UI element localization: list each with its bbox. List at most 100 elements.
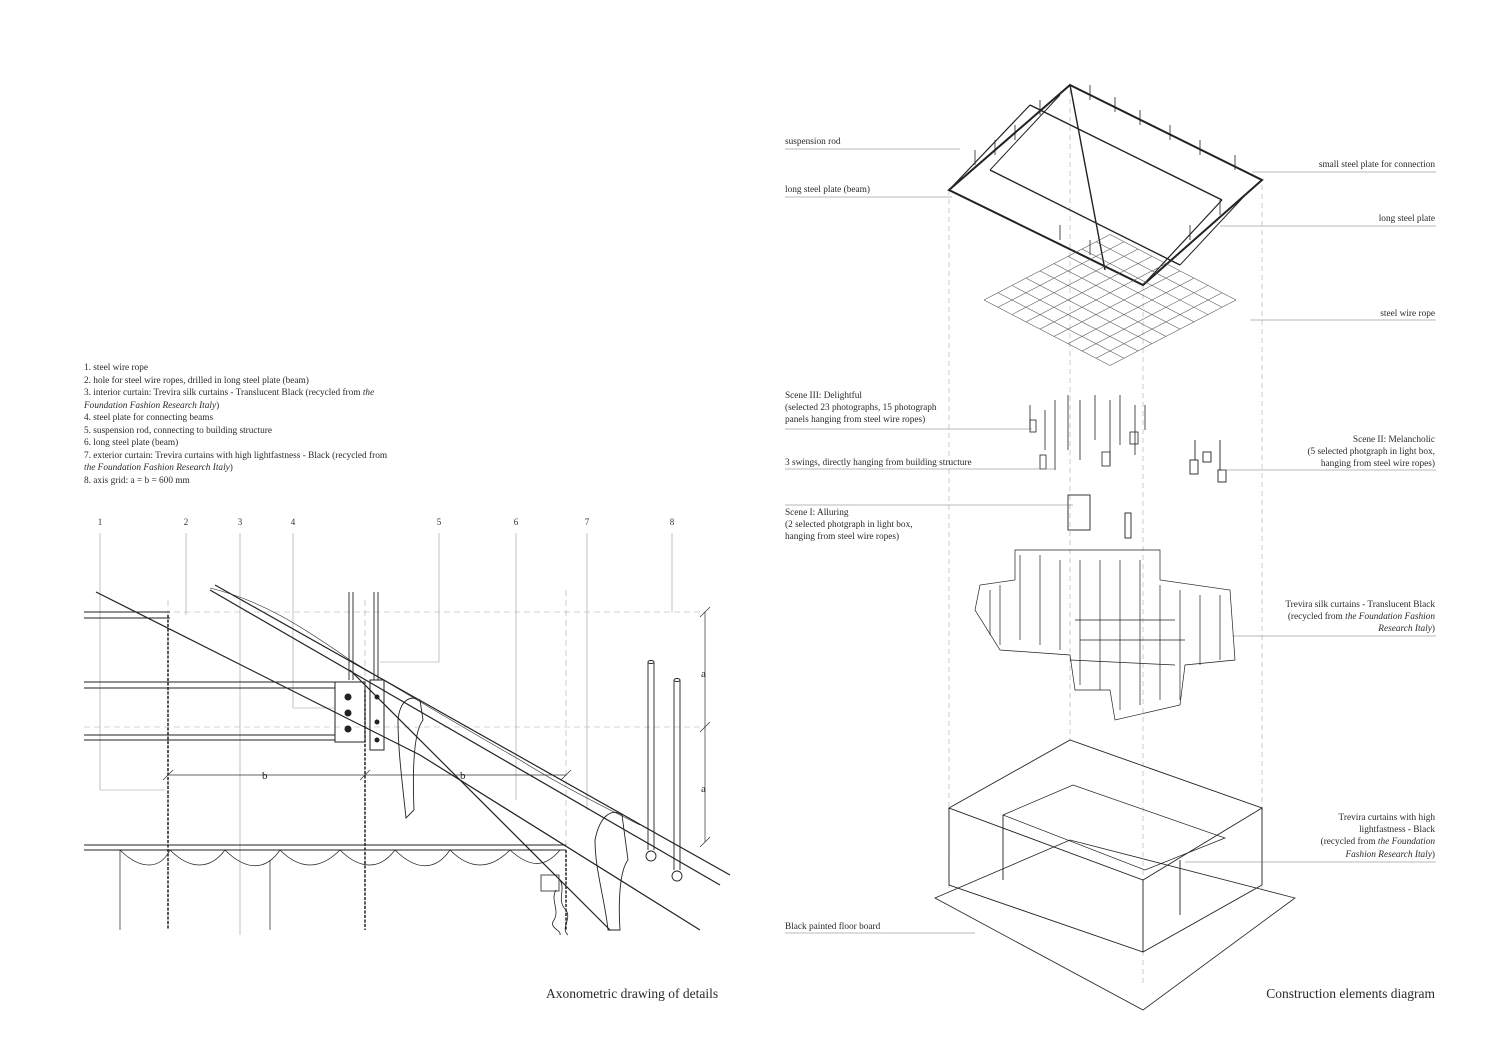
wire-grid-line bbox=[983, 234, 1111, 301]
wire-grid-line bbox=[1039, 270, 1167, 337]
wire-grid-line bbox=[1039, 263, 1167, 330]
wire-grid-line bbox=[1095, 241, 1223, 308]
dim-b-right: b bbox=[460, 770, 466, 782]
axis-number: 3 bbox=[238, 517, 243, 527]
scene1-line3: hanging from steel wire ropes) bbox=[785, 532, 900, 543]
legend-item: 3. interior curtain: Trevira silk curtai… bbox=[84, 388, 375, 398]
alignment-dashed-lines bbox=[948, 90, 1263, 985]
wire-grid-line bbox=[997, 241, 1125, 308]
wire-grid-line bbox=[983, 299, 1111, 366]
axis-lines bbox=[99, 533, 673, 935]
legend-item: 2. hole for steel wire ropes, drilled in… bbox=[84, 375, 309, 386]
silk-line1: Trevira silk curtains - Translucent Blac… bbox=[1285, 600, 1435, 610]
axis-number: 8 bbox=[670, 517, 675, 527]
legend-item: 1. steel wire rope bbox=[84, 363, 149, 373]
ext-line4: Fashion Research Italy) bbox=[1345, 849, 1435, 860]
label-steel-wire-rope: steel wire rope bbox=[1380, 309, 1435, 319]
horizontal-beams bbox=[84, 611, 566, 851]
silk-curtain-cluster bbox=[974, 549, 1236, 721]
connection-plate bbox=[334, 679, 385, 751]
construction-elements-diagram bbox=[785, 83, 1436, 1011]
wire-grid-line bbox=[1081, 285, 1209, 352]
axis-number: 7 bbox=[585, 517, 590, 527]
scene1-lightbox bbox=[1067, 494, 1132, 539]
axis-number: 4 bbox=[291, 517, 296, 527]
legend-item: 8. axis grid: a = b = 600 mm bbox=[84, 475, 190, 486]
wire-grid-line bbox=[1109, 299, 1237, 366]
wire-grid-line bbox=[1053, 270, 1181, 337]
axis-number: 5 bbox=[437, 517, 442, 527]
axis-number-labels: 1 2 3 4 5 6 7 8 bbox=[98, 517, 675, 527]
curtain-box bbox=[947, 739, 1264, 953]
scene2-line2: (5 selected photgraph in light box, bbox=[1307, 447, 1435, 458]
label-exterior-curtains: Trevira curtains with high lightfastness… bbox=[1321, 812, 1435, 861]
legend-item: Foundation Fashion Research Italy) bbox=[84, 400, 220, 411]
label-scene3: Scene III: Delightful (selected 23 photo… bbox=[785, 390, 937, 427]
ext-line1: Trevira curtains with high bbox=[1338, 813, 1436, 823]
scene3-panels bbox=[1029, 395, 1146, 470]
wire-grid-line bbox=[1067, 256, 1195, 323]
hanging-chain bbox=[540, 874, 569, 936]
dimension-labels: a a b b bbox=[262, 668, 706, 795]
legend-list: 1. steel wire rope 2. hole for steel wir… bbox=[84, 362, 504, 487]
wire-grid-line bbox=[1025, 256, 1153, 323]
legend-item: 7. exterior curtain: Trevira curtains wi… bbox=[84, 450, 388, 461]
wire-grid-line bbox=[1095, 292, 1223, 359]
label-scene2: Scene II: Melancholic (5 selected photgr… bbox=[1307, 434, 1435, 471]
suspension-rods bbox=[348, 592, 683, 882]
legend-item: 4. steel plate for connecting beams bbox=[84, 413, 214, 423]
wire-grid-line bbox=[1081, 248, 1209, 315]
scene1-line2: (2 selected photgraph in light box, bbox=[785, 520, 913, 531]
wire-grid-line bbox=[997, 292, 1125, 359]
dim-a-upper: a bbox=[701, 668, 706, 680]
dim-a-lower: a bbox=[701, 783, 706, 795]
caption-axonometric: Axonometric drawing of details bbox=[546, 986, 719, 1001]
scene3-line1: Scene III: Delightful bbox=[785, 391, 862, 401]
label-swings: 3 swings, directly hanging from building… bbox=[785, 458, 972, 468]
axis-number: 6 bbox=[514, 517, 519, 527]
scene3-line2: (selected 23 photographs, 15 photograph bbox=[785, 403, 937, 414]
strap-curtains bbox=[397, 697, 629, 931]
roof-rods bbox=[974, 85, 1236, 255]
axonometric-detail-drawing bbox=[84, 533, 731, 936]
wire-grid-line bbox=[1067, 277, 1195, 344]
label-long-steel-plate-beam: long steel plate (beam) bbox=[785, 185, 870, 195]
silk-line2: (recycled from the Foundation Fashion bbox=[1287, 612, 1435, 623]
legend-item: 6. long steel plate (beam) bbox=[84, 438, 179, 448]
label-silk-curtains: Trevira silk curtains - Translucent Blac… bbox=[1285, 599, 1435, 636]
wire-ropes bbox=[167, 615, 567, 930]
caption-construction-diagram: Construction elements diagram bbox=[1266, 986, 1435, 1001]
diagonal-beams bbox=[95, 584, 731, 931]
label-small-steel-plate: small steel plate for connection bbox=[1318, 160, 1435, 170]
label-scene1: Scene I: Alluring (2 selected photgraph … bbox=[785, 507, 913, 544]
ext-line3: (recycled from the Foundation bbox=[1320, 837, 1435, 848]
silk-line3: Research Italy) bbox=[1378, 624, 1435, 635]
wire-grid-line bbox=[1025, 277, 1153, 344]
scene3-line3: panels hanging from steel wire ropes) bbox=[785, 415, 926, 426]
axis-number: 2 bbox=[184, 517, 189, 527]
scene2-lightboxes bbox=[1189, 440, 1227, 483]
scene2-line1: Scene II: Melancholic bbox=[1352, 435, 1435, 445]
wire-grid-line bbox=[1053, 263, 1181, 330]
roof-frame bbox=[947, 83, 1264, 287]
label-suspension-rod: suspension rod bbox=[785, 137, 841, 147]
ext-line2: lightfastness - Black bbox=[1359, 825, 1435, 836]
scene1-line1: Scene I: Alluring bbox=[785, 508, 849, 518]
wire-grid-line bbox=[1109, 234, 1237, 301]
legend-item: 5. suspension rod, connecting to buildin… bbox=[84, 425, 272, 436]
grid-dashed-lines bbox=[84, 590, 705, 930]
axis-number: 1 bbox=[98, 517, 103, 527]
wire-grid-line bbox=[1011, 285, 1139, 352]
wire-grid bbox=[983, 234, 1237, 366]
leader-lines bbox=[785, 148, 1436, 934]
label-long-steel-plate: long steel plate bbox=[1378, 214, 1435, 224]
scene2-line3: hanging from steel wire ropes) bbox=[1320, 459, 1435, 470]
label-floor-board: Black painted floor board bbox=[785, 922, 881, 932]
dim-b-left: b bbox=[262, 770, 268, 782]
floor-board bbox=[934, 839, 1296, 1011]
exterior-curtain-drape bbox=[119, 849, 561, 930]
legend-item: the Foundation Fashion Research Italy) bbox=[84, 463, 233, 473]
wire-grid-line bbox=[1011, 248, 1139, 315]
